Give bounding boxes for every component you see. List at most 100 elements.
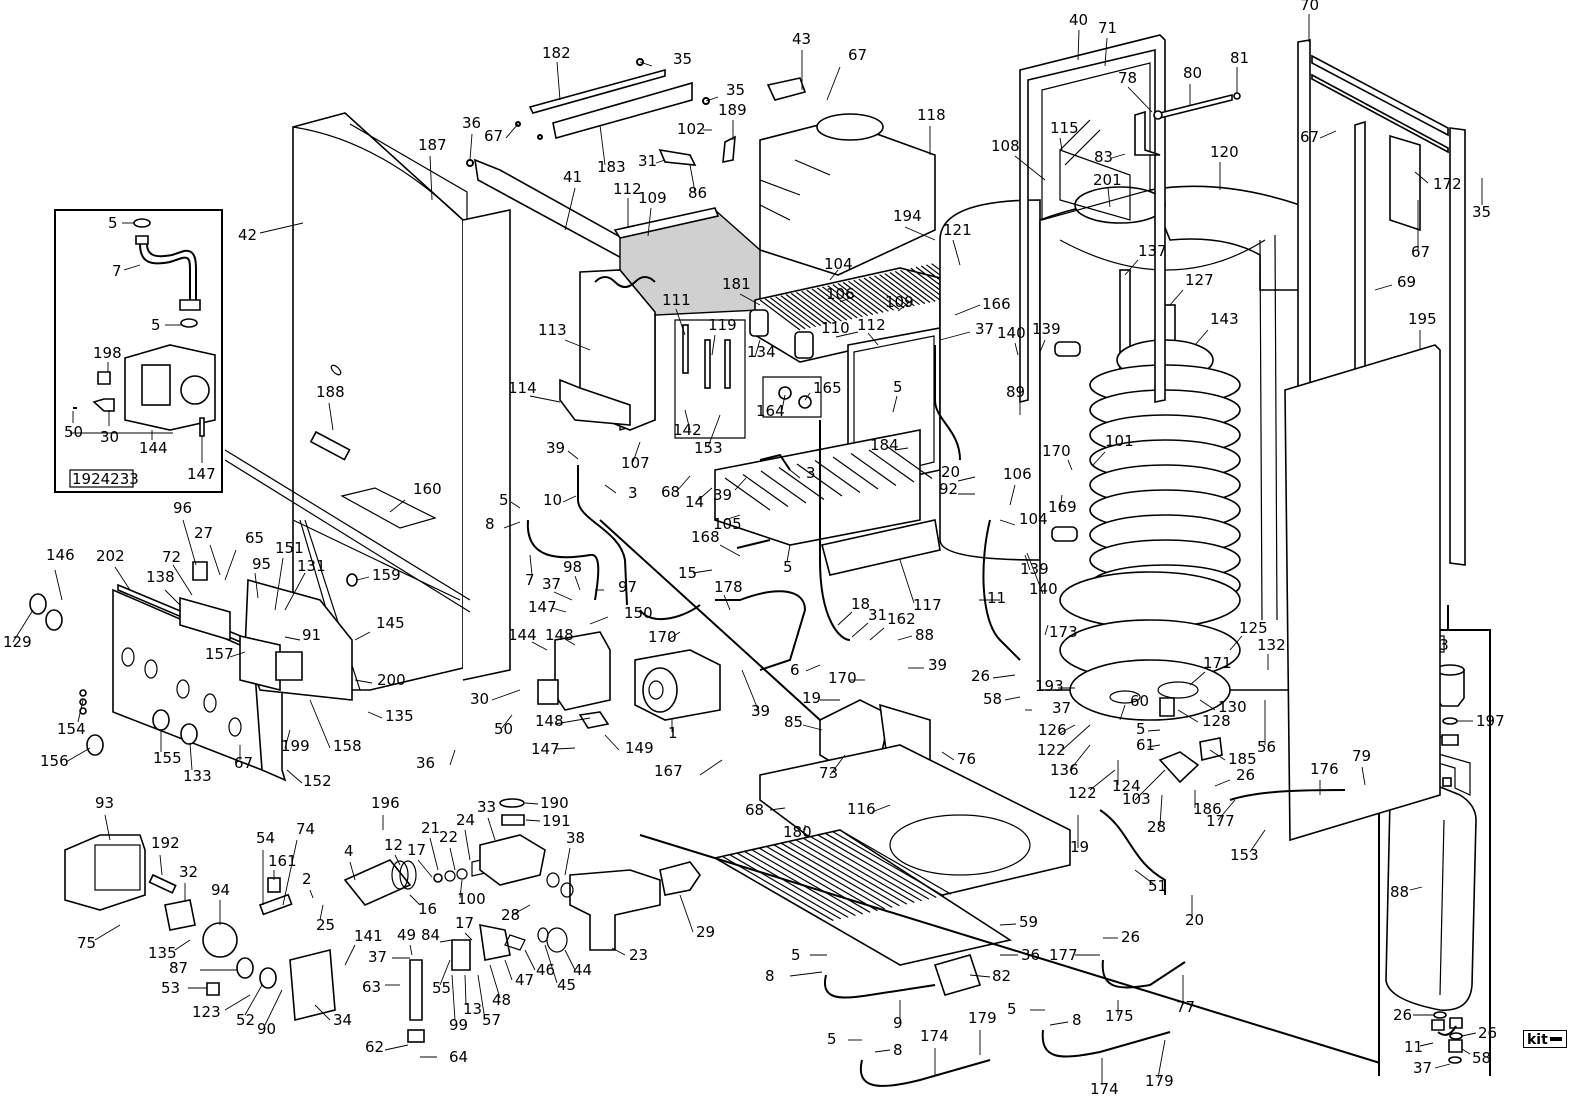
callout: 68	[661, 483, 680, 501]
callout: 11	[1404, 1038, 1423, 1056]
callout: 78	[1118, 69, 1137, 87]
callout: 75	[77, 934, 96, 952]
leader-line	[319, 904, 324, 921]
grille-59	[712, 829, 1013, 966]
leader-line	[1194, 329, 1209, 346]
frame-40	[1019, 34, 1166, 404]
leader-line	[1209, 749, 1226, 761]
callout: 120	[1210, 143, 1239, 161]
grommet-159	[346, 573, 358, 587]
rear-frames	[1019, 34, 1466, 842]
leader-line	[723, 594, 731, 611]
leader-line	[769, 807, 786, 811]
callout: 122	[1068, 784, 1097, 802]
pipe-174a	[859, 1059, 991, 1087]
callout: 110	[821, 319, 850, 337]
leader-line	[487, 817, 496, 841]
callout: 192	[151, 834, 180, 852]
callout: 67	[1300, 128, 1319, 146]
callout: 92	[939, 480, 958, 498]
leader-line	[504, 959, 513, 981]
callout: 59	[1019, 913, 1038, 931]
leader-line	[409, 944, 413, 956]
leader-line	[786, 544, 791, 563]
callout: 39	[751, 702, 770, 720]
leader-line	[1189, 671, 1206, 686]
callout: 170	[648, 628, 677, 646]
callout: 172	[1433, 175, 1462, 193]
callout: 183	[597, 158, 626, 176]
leader-line	[1124, 259, 1139, 276]
fitting-128	[1159, 697, 1175, 717]
leader-line	[1059, 724, 1091, 753]
leader-line	[655, 159, 666, 164]
callout: 131	[297, 557, 326, 575]
leader-line	[689, 164, 696, 193]
callout: 116	[847, 800, 876, 818]
leader-line	[1059, 137, 1063, 151]
leader-line	[599, 124, 606, 166]
leader-line	[174, 939, 191, 951]
leader-line	[284, 729, 291, 749]
callout: 13	[463, 1000, 482, 1018]
leader-line	[897, 635, 913, 641]
leader-line	[551, 607, 567, 613]
cross-fitting-103	[1158, 751, 1200, 784]
cartridge-4	[343, 859, 412, 906]
callout: 164	[756, 402, 785, 420]
leader-line	[892, 395, 898, 413]
callout: 84	[421, 926, 440, 944]
callout: 170	[828, 669, 857, 687]
callout: 49	[397, 926, 416, 944]
callout: 89	[1006, 383, 1025, 401]
callout: 5	[1007, 1000, 1017, 1018]
leader-line	[505, 123, 519, 139]
callout: 37	[542, 575, 561, 593]
callout: 8	[485, 515, 495, 533]
callout: 23	[629, 946, 648, 964]
callout: 148	[535, 712, 564, 730]
leader-line	[826, 66, 841, 101]
leader-line	[259, 222, 304, 234]
callout: 76	[957, 750, 976, 768]
leader-line	[354, 679, 373, 684]
callout: 68	[745, 801, 764, 819]
leader-line	[429, 837, 439, 871]
leader-line	[867, 332, 879, 346]
callout: 139	[1032, 320, 1061, 338]
leader-line	[574, 575, 581, 591]
kit-label: kit	[1527, 1032, 1548, 1048]
callout: 37	[1052, 699, 1071, 717]
pcb-138	[179, 596, 231, 642]
leader-line	[695, 487, 713, 503]
callout: 88	[915, 626, 934, 644]
callout: 87	[169, 959, 188, 977]
pipe-9	[823, 974, 936, 999]
leader-line	[1374, 284, 1393, 291]
callout: 34	[333, 1011, 352, 1029]
flue-hood	[658, 77, 936, 276]
callout: 161	[268, 852, 297, 870]
callout: 135	[385, 707, 414, 725]
callout: 95	[252, 555, 271, 573]
leader-line	[805, 664, 821, 672]
leader-line	[439, 959, 451, 986]
callout: 3	[806, 464, 816, 482]
callout: 52	[236, 1011, 255, 1029]
callout: 61	[1136, 736, 1155, 754]
leader-line	[1119, 704, 1126, 721]
leader-line	[837, 611, 853, 626]
callout: 175	[1105, 1007, 1134, 1025]
callout: 20	[1185, 911, 1204, 929]
callout: 35	[1472, 203, 1491, 221]
leader-line	[12, 609, 34, 643]
dhw-tank	[939, 185, 1311, 721]
leader-line	[829, 269, 839, 281]
leader-line	[469, 133, 473, 161]
callout: 26	[971, 667, 990, 685]
callout: 28	[1147, 818, 1166, 836]
callout: 153	[1230, 846, 1259, 864]
callout: 36	[416, 754, 435, 772]
callout: 171	[1203, 654, 1232, 672]
